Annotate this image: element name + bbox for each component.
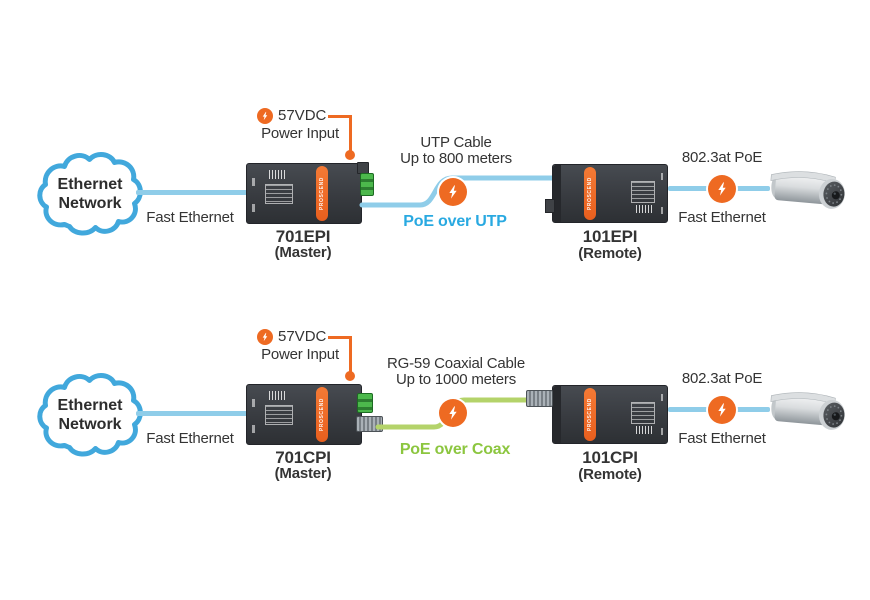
camera-icon [770, 392, 845, 430]
poe-standard-label: 802.3at PoE [681, 149, 763, 166]
ethernet-network-cloud: Ethernet Network [34, 147, 146, 241]
device-print-details [636, 426, 653, 434]
master-device: PROSCEND [246, 162, 374, 224]
master-role-label: (Master) [274, 244, 332, 261]
cloud-icon [37, 373, 143, 457]
device-print-details [265, 405, 293, 425]
cloud-icon [37, 152, 143, 236]
ethernet-network-cloud: Ethernet Network [34, 368, 146, 462]
bnc-port [526, 390, 553, 407]
master-role-label: (Master) [274, 465, 332, 482]
remote-role-label: (Remote) [578, 245, 642, 262]
din-rail-strip [553, 386, 561, 443]
power-pointer-line [328, 336, 352, 339]
power-terminal-port [360, 173, 374, 196]
fast-ethernet-label-left: Fast Ethernet [146, 430, 234, 447]
power-input-label: Power Input [261, 125, 339, 142]
device-print-details [269, 170, 285, 179]
cable-type-label: RG-59 Coaxial Cable [387, 355, 525, 372]
remote-model-label: 101CPI [582, 448, 638, 467]
camera-icon [770, 171, 845, 209]
remote-device: PROSCEND [526, 385, 668, 444]
coax-extender-diagram: Ethernet Network Fast Ethernet 57VDC Pow… [0, 221, 870, 521]
remote-device: PROSCEND [545, 164, 668, 223]
brand-label: PROSCEND [587, 176, 593, 211]
brand-label: PROSCEND [319, 176, 325, 211]
power-pointer-dot [345, 150, 355, 160]
brand-label: PROSCEND [587, 397, 593, 432]
power-voltage-label: 57VDC [278, 328, 327, 345]
cloud-label-line2: Network [58, 195, 122, 212]
device-print-details [252, 399, 255, 407]
fast-ethernet-label-right: Fast Ethernet [678, 209, 766, 226]
master-model-label: 701EPI [275, 227, 331, 246]
brand-stripe: PROSCEND [316, 387, 328, 442]
fast-ethernet-link-left [136, 411, 248, 416]
device-print-details [252, 425, 255, 433]
poe-injection-icon [439, 178, 467, 206]
device-print-details [265, 184, 293, 204]
brand-stripe: PROSCEND [316, 166, 328, 221]
din-rail-strip [553, 165, 561, 222]
master-device: PROSCEND [246, 384, 383, 445]
brand-stripe: PROSCEND [584, 388, 596, 441]
fast-ethernet-label-left: Fast Ethernet [146, 209, 234, 226]
cloud-label-line1: Ethernet [57, 176, 123, 193]
cable-type-label: UTP Cable [420, 134, 492, 151]
device-print-details [631, 402, 655, 424]
power-input-label: Power Input [261, 346, 339, 363]
power-pointer-line [349, 115, 352, 154]
cloud-label-line2: Network [58, 416, 122, 433]
cloud-label: Ethernet Network [34, 368, 146, 462]
brand-stripe: PROSCEND [584, 167, 596, 220]
device-print-details [631, 181, 655, 203]
power-voltage-label: 57VDC [278, 107, 327, 124]
fast-ethernet-label-right: Fast Ethernet [678, 430, 766, 447]
device-print-details [636, 205, 653, 213]
poe-standard-label: 802.3at PoE [681, 370, 763, 387]
poe-output-icon [708, 396, 736, 424]
device-print-details [661, 394, 663, 401]
power-lightning-icon [257, 108, 273, 124]
power-pointer-line [349, 336, 352, 375]
poe-output-icon [708, 175, 736, 203]
device-print-details [252, 178, 255, 186]
device-print-details [661, 207, 663, 214]
power-pointer-dot [345, 371, 355, 381]
poe-over-coax-label: PoE over Coax [399, 441, 511, 458]
cable-distance-label: Up to 800 meters [400, 150, 512, 167]
master-model-label: 701CPI [275, 448, 331, 467]
remote-model-label: 101EPI [582, 227, 638, 246]
brand-label: PROSCEND [319, 397, 325, 432]
power-lightning-icon [257, 329, 273, 345]
remote-role-label: (Remote) [578, 466, 642, 483]
cloud-label-line1: Ethernet [57, 397, 123, 414]
utp-extender-diagram: Ethernet Network Fast Ethernet 57VDC Pow… [34, 107, 845, 262]
cable-distance-label: Up to 1000 meters [396, 371, 516, 388]
device-print-details [252, 204, 255, 212]
device-print-details [661, 173, 663, 180]
power-pointer-line [328, 115, 352, 118]
side-port [545, 199, 555, 213]
device-print-details [661, 428, 663, 435]
cloud-label: Ethernet Network [34, 147, 146, 241]
power-terminal-port [357, 393, 373, 413]
poe-injection-icon [439, 399, 467, 427]
fast-ethernet-link-left [136, 190, 248, 195]
poe-over-utp-label: PoE over UTP [403, 213, 507, 230]
device-print-details [269, 391, 285, 400]
